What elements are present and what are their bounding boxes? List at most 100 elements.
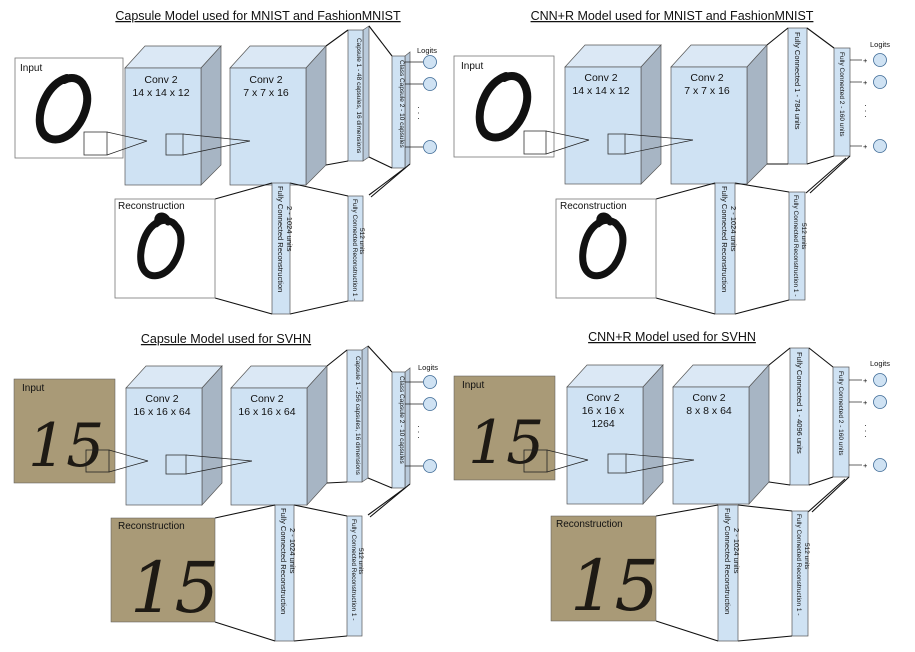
conv-a-dims-1: 16 x 16 x xyxy=(582,405,625,417)
capsule-1-label: Capsule 1 - 48 capsules, 16 dimensions xyxy=(355,38,362,154)
conv-a-front xyxy=(564,66,642,185)
conv-a-title: Conv 2 xyxy=(145,393,178,405)
fc-recon-1-label-b: 512 units xyxy=(800,223,807,250)
logit-node xyxy=(423,77,437,91)
logit-node xyxy=(873,395,887,409)
digit-zero-input xyxy=(35,74,92,144)
fc-2-layer xyxy=(832,366,850,478)
input-patch xyxy=(83,131,108,156)
conv-a-dims: 14 x 14 x 12 xyxy=(132,87,189,99)
fc-recon-2-layer xyxy=(717,504,739,642)
fc-recon-1-label-b: 512 units xyxy=(358,228,365,255)
conv-b-front xyxy=(670,66,748,185)
logit-node xyxy=(873,373,887,387)
ellipsis: · · · xyxy=(861,424,871,438)
logit-node xyxy=(423,459,437,473)
conv-b-dims: 7 x 7 x 16 xyxy=(684,85,730,97)
relu-marker: + xyxy=(863,461,868,470)
conv-a-title: Conv 2 xyxy=(586,392,619,404)
fc-recon-1-label-b: 512 units xyxy=(357,548,364,575)
input-image xyxy=(453,375,556,481)
relu-marker: + xyxy=(863,398,868,407)
logit-node xyxy=(423,375,437,389)
logit-node xyxy=(873,458,887,472)
class-capsule-2-label: Class Capsule 2 - 10 capsules xyxy=(398,60,405,149)
capsule-1-label: Capsule 1 - 256 capsules, 16 dimensions xyxy=(354,356,361,476)
fc-recon-2-label-b: 2 - 1024 units xyxy=(285,206,294,252)
fc-1-label: Fully Connected 1 - 4096 units xyxy=(795,352,804,454)
panel-capsule-mnist: Input Conv 2 14 x 14 x 12 Conv 2 7 x 7 x… xyxy=(14,25,437,315)
conv-b-side xyxy=(306,365,328,506)
title-cnn-mnist: CNN+R Model used for MNIST and FashionMN… xyxy=(531,9,814,23)
fc-recon-2-layer xyxy=(714,182,736,315)
digit-zero-reconstruction xyxy=(137,212,185,280)
conv-a-side xyxy=(200,45,222,186)
conv-b-front xyxy=(230,387,308,506)
input-patch xyxy=(523,130,547,155)
conv-b-front xyxy=(672,386,750,505)
fc-recon-1-layer xyxy=(347,195,364,302)
conv-a-dims: 16 x 16 x 64 xyxy=(133,406,190,418)
conv-a-patch xyxy=(607,133,626,155)
logits-label: Logits xyxy=(870,40,890,49)
class-capsule-2-label: Class Capsule 2 - 10 capsules xyxy=(398,376,405,465)
conv-a-front xyxy=(124,67,202,186)
input-patch xyxy=(85,449,110,473)
logits-label: Logits xyxy=(418,363,438,372)
logits-label: Logits xyxy=(417,46,437,55)
reconstruction-image xyxy=(550,515,657,622)
fc-recon-2-layer xyxy=(271,182,291,315)
logit-node xyxy=(423,140,437,154)
fc-recon-1-label-a: Fully Connected Reconstruction 1 - xyxy=(350,519,357,621)
logit-node xyxy=(873,139,887,153)
class-capsule-2-layer xyxy=(391,55,406,169)
svhn-input-digits: 15 xyxy=(28,411,104,481)
relu-marker: + xyxy=(863,376,868,385)
panel-cnn-svhn: 15 Input Conv 2 16 x 16 x 1264 Conv 2 8 … xyxy=(453,347,890,642)
reconstruction-label: Reconstruction xyxy=(118,201,185,212)
reconstruction-label: Reconstruction xyxy=(560,201,627,212)
fc-recon-1-label-a: Fully Connected Reconstruction 1 - xyxy=(792,195,799,297)
conv-b-dims: 8 x 8 x 64 xyxy=(686,405,732,417)
conv-a-front xyxy=(566,386,644,505)
conv-b-dims: 7 x 7 x 16 xyxy=(243,87,289,99)
conv-b-title: Conv 2 xyxy=(690,72,723,84)
svhn-reconstruction-digits: 15 xyxy=(130,547,219,629)
svhn-reconstruction-digits: 15 xyxy=(570,545,659,627)
logit-node xyxy=(873,75,887,89)
fc-recon-1-label-a: Fully Connected Reconstruction 1 - xyxy=(795,514,802,616)
conv-b-title: Conv 2 xyxy=(692,392,725,404)
panel-cnn-mnist: Input Conv 2 14 x 14 x 12 Conv 2 7 x 7 x… xyxy=(453,27,890,315)
capsule-1-layer xyxy=(347,29,364,162)
relu-marker: + xyxy=(863,78,868,87)
fc-recon-2-label-a: Fully Connected Reconstruction xyxy=(276,186,285,292)
fc-recon-2-label-b: 2 - 1024 units xyxy=(729,206,738,252)
reconstruction-image xyxy=(110,517,216,623)
conv-a-dims: 14 x 14 x 12 xyxy=(572,85,629,97)
input-image xyxy=(13,378,116,484)
conv-a-side xyxy=(201,365,223,506)
logits-label: Logits xyxy=(870,359,890,368)
conv-b-side xyxy=(746,44,768,185)
conv-b-dims: 16 x 16 x 64 xyxy=(238,406,295,418)
conv-b-side xyxy=(305,45,327,186)
fc-recon-2-label-b: 2 - 1024 units xyxy=(732,528,741,574)
fc-recon-2-label-a: Fully Connected Reconstruction xyxy=(279,508,288,614)
fc-recon-1-layer xyxy=(788,191,806,301)
fc-recon-1-label-b: 512 units xyxy=(803,543,810,570)
title-capsule-svhn: Capsule Model used for SVHN xyxy=(141,332,311,346)
reconstruction-label: Reconstruction xyxy=(556,519,623,530)
panel-capsule-svhn: 15 Input Conv 2 16 x 16 x 64 Conv 2 16 x… xyxy=(13,345,438,642)
reconstruction-label: Reconstruction xyxy=(118,521,185,532)
relu-marker: + xyxy=(863,56,868,65)
conv-a-patch xyxy=(165,133,184,156)
logit-node xyxy=(423,397,437,411)
capsule-1-layer xyxy=(346,349,363,483)
fc-1-layer xyxy=(787,27,808,165)
ellipsis: · · · xyxy=(861,104,871,118)
input-label: Input xyxy=(461,61,483,72)
logit-node xyxy=(873,53,887,67)
fc-recon-1-layer xyxy=(346,515,363,637)
ellipsis: · · · xyxy=(414,106,424,120)
